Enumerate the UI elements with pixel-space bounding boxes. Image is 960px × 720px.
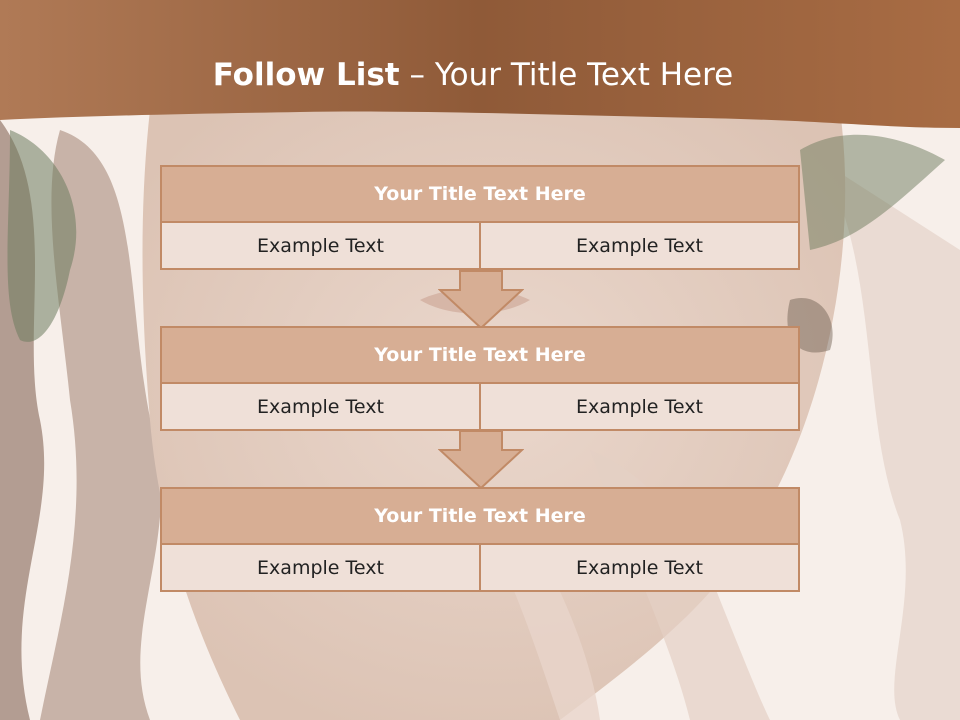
slide-title-rest: – Your Title Text Here: [399, 57, 734, 93]
slide-title: Follow List – Your Title Text Here: [0, 52, 946, 98]
step-cell-left: Example Text: [257, 396, 384, 418]
step-cell-right: Example Text: [479, 384, 798, 431]
down-arrow-icon: [438, 430, 524, 490]
down-arrow-icon: [438, 270, 524, 330]
step-cell-right: Example Text: [479, 545, 798, 592]
step-title: Your Title Text Here: [162, 328, 798, 384]
step-cell-left: Example Text: [257, 235, 384, 257]
step-cell-right: Example Text: [479, 223, 798, 270]
step-cell-left: Example Text: [257, 557, 384, 579]
step-block-2: Your Title Text Here Example Text Exampl…: [160, 326, 800, 431]
step-block-1: Your Title Text Here Example Text Exampl…: [160, 165, 800, 270]
step-title: Your Title Text Here: [162, 167, 798, 223]
step-title: Your Title Text Here: [162, 489, 798, 545]
slide-title-bold: Follow List: [212, 57, 400, 93]
step-block-3: Your Title Text Here Example Text Exampl…: [160, 487, 800, 592]
